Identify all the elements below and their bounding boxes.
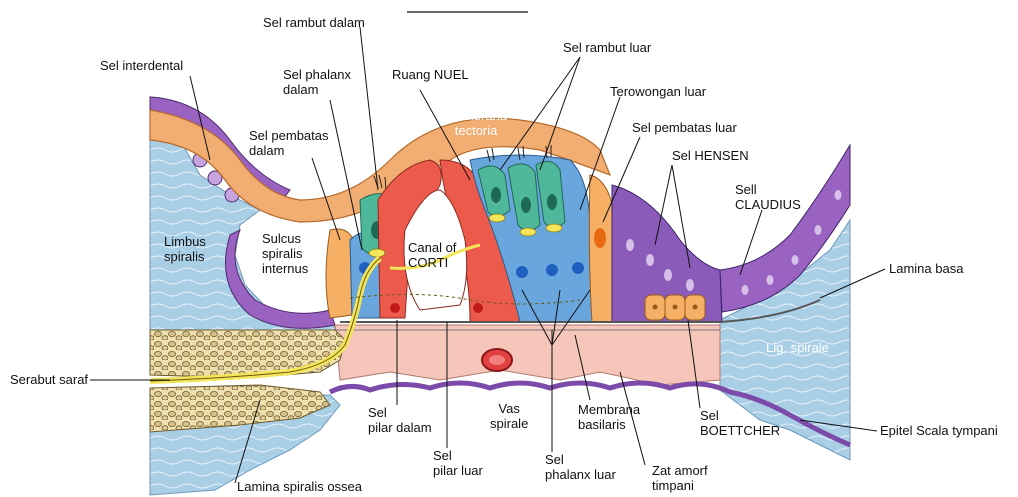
label-canal-of-corti: Canal of CORTI	[408, 240, 456, 270]
label-sel-rambut-luar: Sel rambut luar	[563, 40, 651, 55]
label-sel-pembatas-dalam: Sel pembatas dalam	[249, 128, 329, 158]
label-lig-spirale: Lig. spirale	[766, 340, 829, 355]
label-sel-pilar-luar: Sel pilar luar	[433, 448, 483, 478]
label-sel-pembatas-luar: Sel pembatas luar	[632, 120, 737, 135]
label-lamina-basa: Lamina basa	[889, 261, 963, 276]
label-sel-phalanx-dalam: Sel phalanx dalam	[283, 67, 351, 97]
label-lamina-spiralis-ossea: Lamina spiralis ossea	[237, 479, 362, 494]
label-sel-boettcher: Sel BOETTCHER	[700, 408, 780, 438]
label-sel-pilar-dalam: Sel pilar dalam	[368, 405, 432, 435]
label-limbus-spiralis: Limbus spiralis	[164, 234, 206, 264]
label-sel-claudius: Sell CLAUDIUS	[735, 182, 801, 212]
membrana-basilaris	[335, 325, 720, 385]
label-serabut-saraf: Serabut saraf	[10, 372, 88, 387]
label-vas-spirale: Vas spirale	[490, 401, 528, 431]
pilar-luar-nucleus	[473, 303, 483, 313]
sel-pembatas-luar-cell	[589, 175, 615, 322]
label-sulcus-spiralis-internus: Sulcus spiralis internus	[262, 231, 308, 276]
label-membrana-tectoria: Membrana tectoria	[445, 108, 507, 138]
label-zat-amorf-timpani: Zat amorf timpani	[652, 463, 708, 493]
label-sel-hensen: Sel HENSEN	[672, 148, 749, 163]
label-membrana-basilaris: Membrana basilaris	[578, 402, 640, 432]
label-sel-interdental: Sel interdental	[100, 58, 183, 73]
lamina-spiralis-ossea	[150, 330, 345, 378]
pembatas-luar-nucleus	[594, 228, 606, 248]
label-sel-phalanx-luar: Sel phalanx luar	[545, 452, 616, 482]
label-epitel-scala-tympani: Epitel Scala tympani	[880, 423, 998, 438]
label-terowongan-luar: Terowongan luar	[610, 84, 706, 99]
vas-spirale-lumen	[489, 355, 505, 365]
label-sel-rambut-dalam: Sel rambut dalam	[263, 15, 365, 30]
label-ruang-nuel: Ruang NUEL	[392, 67, 469, 82]
pilar-dalam-nucleus	[390, 303, 400, 313]
